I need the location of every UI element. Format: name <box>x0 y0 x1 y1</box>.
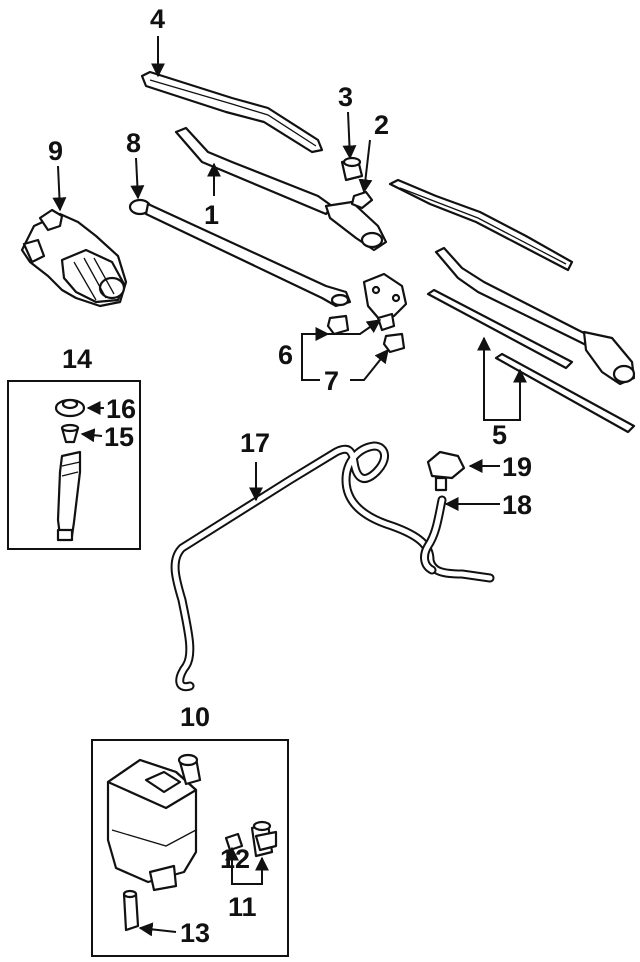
leader-6b <box>302 319 382 335</box>
pump-grommet <box>224 832 244 852</box>
leader-7 <box>301 354 320 381</box>
leader-3 <box>342 111 357 160</box>
leader-5b <box>500 368 527 421</box>
callout-1: 1 <box>204 200 219 230</box>
callout-14: 14 <box>62 344 92 374</box>
callout-4: 4 <box>150 4 165 34</box>
callout-2: 2 <box>374 110 389 140</box>
callout-5: 5 <box>492 420 507 450</box>
leader-11 <box>225 846 246 885</box>
callout-10: 10 <box>180 702 210 732</box>
callout-11: 11 <box>228 892 257 922</box>
leader-9 <box>52 165 67 212</box>
wiper-blade-left <box>140 70 324 154</box>
reservoir-group-box <box>91 739 289 957</box>
leader-8 <box>130 157 145 200</box>
callout-13: 13 <box>180 918 210 948</box>
callout-7: 7 <box>324 366 339 396</box>
pivot-grommet <box>326 314 350 336</box>
callout-12: 12 <box>220 844 250 874</box>
leader-13 <box>138 922 177 937</box>
wiper-arm-left <box>174 126 388 252</box>
leader-7b <box>350 348 389 381</box>
wiper-motor <box>20 208 128 308</box>
level-sensor <box>122 889 140 932</box>
leader-2 <box>358 139 373 194</box>
callout-8: 8 <box>126 128 141 158</box>
callout-3: 3 <box>338 82 353 112</box>
filler-seal <box>60 423 80 444</box>
callout-15: 15 <box>104 422 134 452</box>
leader-15 <box>80 428 103 443</box>
arm-nut <box>350 190 374 210</box>
filler-cap <box>54 398 86 418</box>
blade-insert-2 <box>494 352 636 434</box>
callout-17: 17 <box>240 428 270 458</box>
linkage-rod <box>128 198 352 308</box>
washer-pump <box>250 820 278 858</box>
callout-16: 16 <box>106 394 136 424</box>
wiper-blade-right <box>388 178 574 272</box>
leader-6 <box>301 327 330 354</box>
callout-9: 9 <box>48 136 63 166</box>
filler-neck-group-box <box>7 380 141 550</box>
callout-19: 19 <box>502 452 532 482</box>
blade-insert-1 <box>426 288 574 370</box>
nozzle-hose <box>420 495 447 575</box>
wiper-arm-right <box>434 246 636 386</box>
pivot-bracket <box>362 272 408 332</box>
arm-cap <box>340 156 364 182</box>
filler-tube <box>56 450 82 542</box>
callout-6: 6 <box>278 340 293 370</box>
washer-nozzle <box>426 450 466 492</box>
callout-18: 18 <box>502 490 532 520</box>
leader-5 <box>477 336 500 421</box>
washer-reservoir <box>106 753 202 892</box>
washer-hose <box>170 441 495 692</box>
leader-11b <box>246 856 269 885</box>
pivot-bushing <box>382 332 406 354</box>
